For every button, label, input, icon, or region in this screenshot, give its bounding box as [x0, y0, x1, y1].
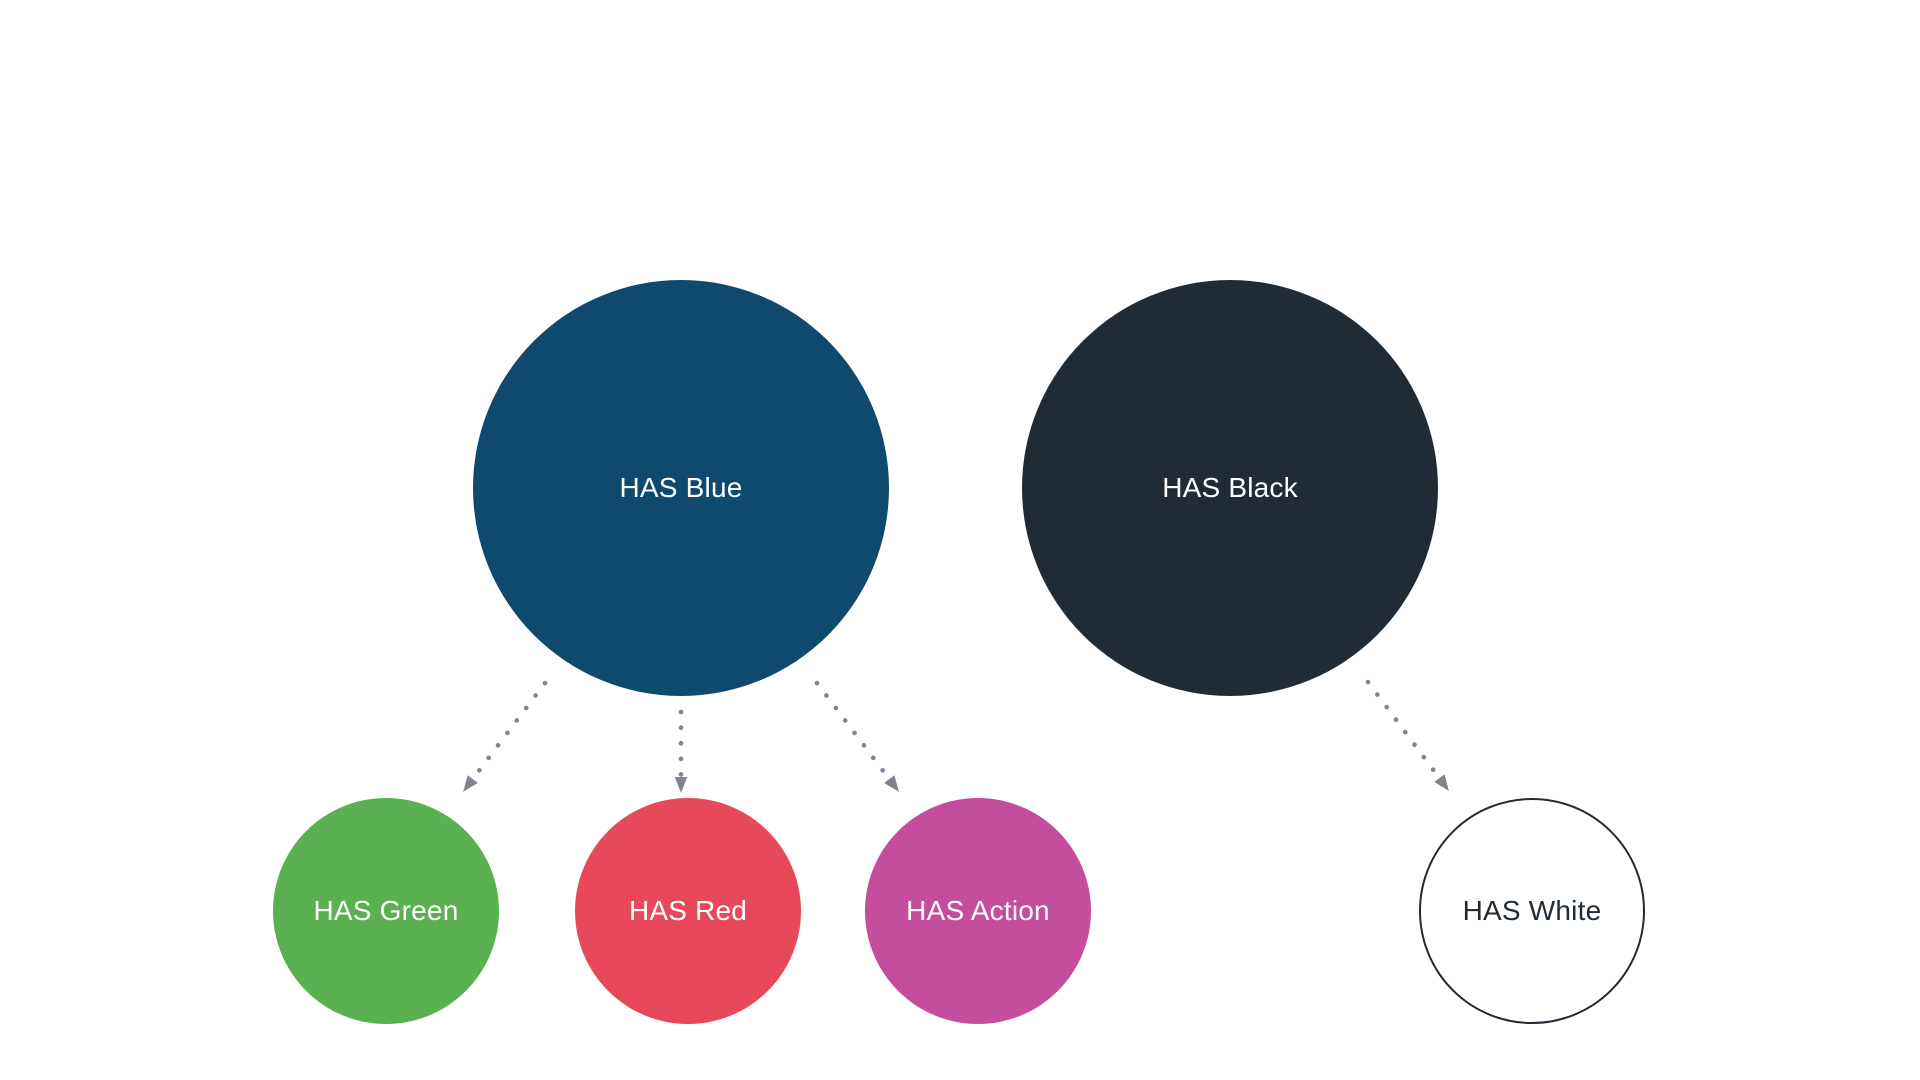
node-has-blue[interactable]: HAS Blue [473, 280, 889, 696]
node-has-green-label: HAS Green [313, 895, 459, 926]
node-has-action-label: HAS Action [906, 895, 1050, 926]
node-has-white-label: HAS White [1462, 895, 1602, 926]
node-has-black-label: HAS Black [1162, 472, 1298, 503]
node-has-action[interactable]: HAS Action [865, 798, 1091, 1024]
edge-blue-to-green [463, 680, 548, 792]
edge-black-to-white [1365, 679, 1449, 791]
node-has-black[interactable]: HAS Black [1022, 280, 1438, 696]
node-has-red-label: HAS Red [628, 895, 748, 926]
node-has-white[interactable]: HAS White [1419, 798, 1645, 1024]
node-has-red[interactable]: HAS Red [575, 798, 801, 1024]
edge-blue-to-action [814, 680, 899, 792]
node-has-blue-label: HAS Blue [619, 472, 743, 503]
node-has-green[interactable]: HAS Green [273, 798, 499, 1024]
